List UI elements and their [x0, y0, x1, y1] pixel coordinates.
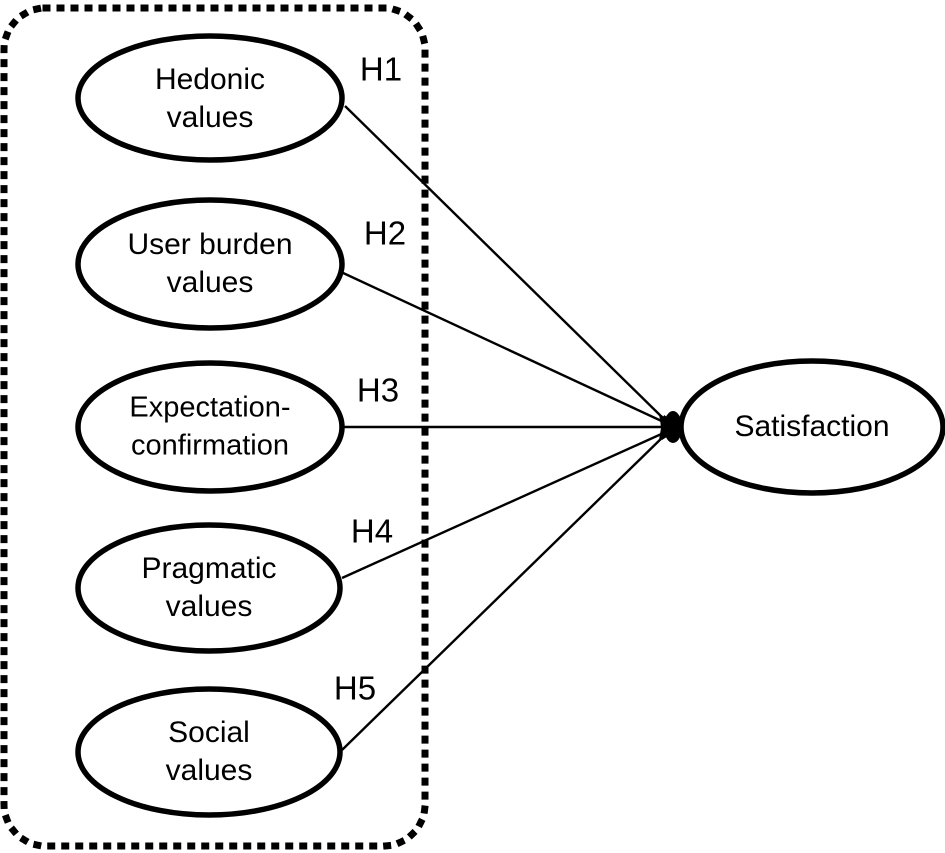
hypothesis-label-h1: H1: [360, 51, 402, 88]
arrow-convergence-node: [664, 411, 682, 443]
hedonic-values-ellipse[interactable]: [75, 33, 345, 163]
node-satisfaction[interactable]: Satisfaction: [678, 358, 945, 496]
hedonic-values-label-line1: Hedonic: [155, 63, 265, 96]
hypothesis-label-h4: H4: [351, 513, 393, 550]
social-values-ellipse[interactable]: [75, 686, 343, 818]
link-h1: [344, 105, 669, 424]
hypothesis-label-h5: H5: [334, 670, 376, 707]
node-pragmatic-values[interactable]: Pragmatic values: [75, 522, 343, 654]
user-burden-values-label-line1: User burden: [127, 228, 292, 261]
node-social-values[interactable]: Social values: [75, 686, 343, 818]
antecedent-constructs-group-boundary: [0, 4, 429, 850]
pragmatic-values-label-line2: values: [166, 590, 253, 623]
satisfaction-ellipse[interactable]: [678, 358, 945, 496]
link-h2: [340, 270, 669, 426]
expectation-confirmation-label-line1: Expectation-: [129, 392, 290, 424]
hedonic-values-label-line2: values: [167, 101, 254, 134]
hypothesis-label-h3: H3: [357, 372, 399, 409]
hypothesis-links: [340, 105, 669, 751]
pragmatic-values-label-line1: Pragmatic: [141, 552, 276, 585]
arrowheads-group: [659, 411, 683, 443]
expectation-confirmation-ellipse[interactable]: [75, 360, 345, 494]
node-expectation-confirmation[interactable]: Expectation- confirmation: [75, 360, 345, 494]
link-h5: [341, 431, 669, 751]
node-hedonic-values[interactable]: Hedonic values: [75, 33, 345, 163]
user-burden-values-label-line2: values: [167, 266, 254, 299]
hypothesis-labels: H1 H2 H3 H4 H5: [334, 51, 406, 707]
hypothesis-label-h2: H2: [364, 215, 406, 252]
pragmatic-values-ellipse[interactable]: [75, 522, 343, 654]
expectation-confirmation-label-line2: confirmation: [131, 430, 289, 462]
node-user-burden-values[interactable]: User burden values: [75, 197, 345, 331]
social-values-label-line2: values: [166, 754, 253, 787]
user-burden-values-ellipse[interactable]: [75, 197, 345, 331]
link-h4: [341, 429, 669, 580]
satisfaction-label: Satisfaction: [734, 410, 889, 443]
social-values-label-line1: Social: [168, 716, 250, 749]
